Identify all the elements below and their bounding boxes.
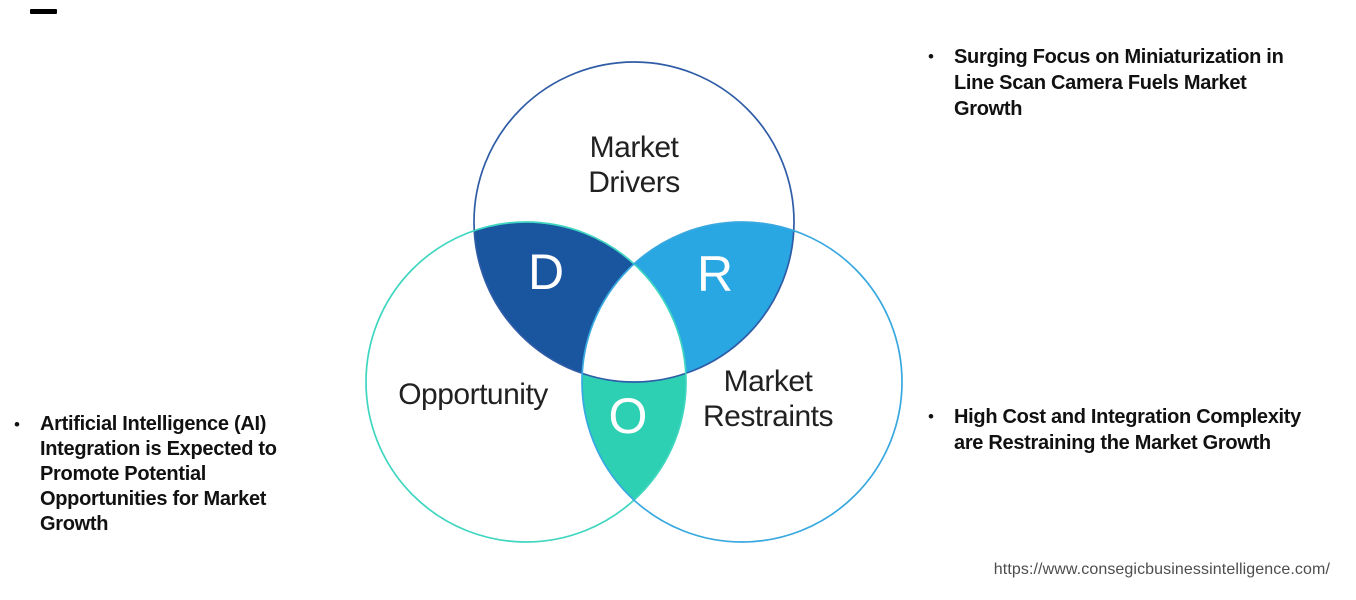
bullet-opportunity: • Artificial Intelligence (AI) Integrati… [14,412,277,537]
source-url: https://www.consegicbusinessintelligence… [993,561,1330,578]
bullet-text-line: Growth [40,513,109,535]
drivers-label-line1: Market [590,131,680,164]
bullet-icon: • [14,415,20,434]
bullet-restraints: • High Cost and Integration Complexity a… [928,404,1301,456]
opportunity-label: Opportunity [398,378,548,411]
bullet-text-line: Integration is Expected to [40,438,277,460]
bullet-text-line: Artificial Intelligence (AI) [40,413,267,435]
triple-intersection-region [582,222,686,382]
bullet-drivers: • Surging Focus on Miniaturization in Li… [928,44,1284,122]
bullet-text-line: Opportunities for Market [40,488,267,510]
drivers-label-line2: Drivers [588,166,680,199]
bullet-text-line: Growth [954,98,1023,120]
bullet-icon: • [928,407,934,426]
restraints-label-line2: Restraints [703,400,833,433]
opportunity-circle-outline [365,221,687,543]
restraints-label-line1: Market [724,365,814,398]
letter-o: O [609,388,648,444]
bullet-text-line: Promote Potential [40,463,207,485]
letter-d: D [528,244,564,300]
bullet-text-line: Line Scan Camera Fuels Market [954,72,1247,94]
top-left-mark [30,9,57,14]
bullet-icon: • [928,47,934,66]
letter-r: R [697,246,733,302]
drivers-circle-outline [473,61,795,383]
bullet-text-line: High Cost and Integration Complexity [954,406,1301,428]
restraints-circle-outline [581,221,903,543]
bullet-text-line: are Restraining the Market Growth [954,432,1271,454]
bullet-text-line: Surging Focus on Miniaturization in [954,46,1284,68]
